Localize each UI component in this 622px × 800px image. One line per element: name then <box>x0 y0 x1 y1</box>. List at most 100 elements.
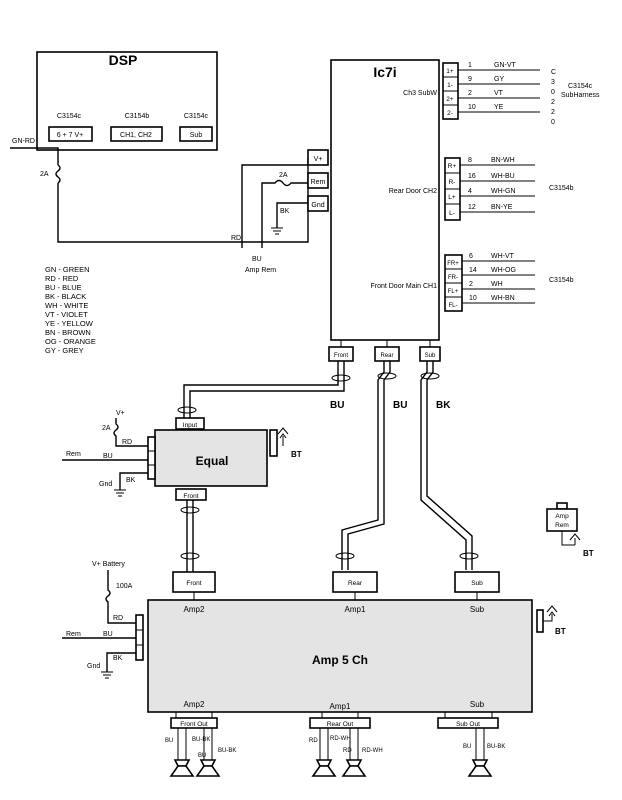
amp-vbat: V+ Battery <box>92 561 125 568</box>
sub-pin-c: C <box>551 69 556 76</box>
sub-num-2: 9 <box>468 76 472 83</box>
sub-color-3: VT <box>494 90 504 97</box>
equal-vplus: V+ <box>116 410 125 417</box>
sub-num-4: 10 <box>468 104 476 111</box>
equal-bt: BT <box>291 450 302 459</box>
speaker-icon <box>199 759 217 767</box>
sub-pin-2p: 2+ <box>446 96 454 103</box>
amp-top-sub: Sub <box>470 605 485 614</box>
sub-pin-2b: 2 <box>551 109 555 116</box>
rear-harness-label: C3154b <box>549 185 574 192</box>
front-num-4: 10 <box>469 295 477 302</box>
sub-pin-2a: 2 <box>551 99 555 106</box>
legend-item: RD - RED <box>45 274 79 283</box>
dsp-port-ch: CH1, CH2 <box>120 132 152 139</box>
amp-rem: Rem <box>66 631 81 638</box>
speaker-icon <box>173 759 191 767</box>
equal-rem: Rem <box>66 451 81 458</box>
dsp-port-sub: Sub <box>190 132 203 139</box>
legend-item: GN - GREEN <box>45 265 90 274</box>
rear-pin-rp: R+ <box>448 163 457 170</box>
bu-label: BU <box>252 256 262 263</box>
pwr-rem: Rem <box>311 179 326 186</box>
amp-rd: RD <box>113 615 123 622</box>
sub-color-4: YE <box>494 104 504 111</box>
fuse-2a: 2A <box>40 171 49 178</box>
front-out-label: Front Out <box>180 721 208 728</box>
cable-bu-front: BU <box>330 400 344 411</box>
amplifier-5ch: Amp 5 Ch Amp2 Amp1 Sub Amp2 Amp1 Sub V+ … <box>62 561 566 713</box>
output-sub: Sub Out BU BU-BK <box>437 712 505 777</box>
output-front: Front Out BU BU-BK BU BU-BK <box>165 712 236 777</box>
rear-harness: R+ R- L+ L- 8 16 4 12 BN-WH WH-BU WH-GN … <box>444 157 574 221</box>
amp-input-sub: Sub <box>471 580 483 587</box>
amp-fuse: 100A <box>116 583 133 590</box>
rear-pin-rm: R- <box>449 179 456 186</box>
dsp-title: DSP <box>109 52 138 68</box>
equal-input-label: Input <box>183 422 198 429</box>
amp-rem-bt: BT <box>583 549 594 558</box>
amp-rem-line1: Amp <box>555 513 569 520</box>
sub-pin-3: 3 <box>551 79 555 86</box>
sub-pin-0b: 0 <box>551 119 555 126</box>
front-num-2: 14 <box>469 267 477 274</box>
rear-pin-lm: L- <box>449 210 455 217</box>
rear-num-3: 4 <box>468 188 472 195</box>
front-harness-label: C3154b <box>549 277 574 284</box>
dsp-power-wiring: GN-RD 2A RD 2A BU Amp Rem BK <box>10 138 309 274</box>
front-out-w3: BU <box>198 753 206 759</box>
equal-bk: BK <box>126 477 136 484</box>
front-num-3: 2 <box>469 281 473 288</box>
rear-out-w4: RD-WH <box>362 748 383 754</box>
bk-label: BK <box>280 208 290 215</box>
speaker-icon <box>315 759 333 767</box>
pwr-vplus: V+ <box>314 156 323 163</box>
front-pin-frp: FR+ <box>447 261 459 267</box>
rd-label: RD <box>231 235 241 242</box>
legend-item: BU - BLUE <box>45 283 82 292</box>
amp-bu: BU <box>103 631 113 638</box>
cable-bk-sub: BK <box>436 400 451 411</box>
legend-item: YE - YELLOW <box>45 319 94 328</box>
amp-bottom-amp2: Amp2 <box>184 700 205 709</box>
speaker-icon <box>345 759 363 767</box>
sub-out-w1: BU <box>463 744 471 750</box>
rear-out-w2: RD-WH <box>330 736 351 742</box>
amp-input-boxes: Front Rear Sub <box>172 571 500 600</box>
equal-title: Equal <box>196 454 229 468</box>
sub-num-1: 1 <box>468 62 472 69</box>
equal-rd: RD <box>122 439 132 446</box>
front-door-label: Front Door Main CH1 <box>370 283 437 290</box>
legend-item: BK - BLACK <box>45 292 86 301</box>
rear-out-w3: RD <box>343 748 352 754</box>
amp-rem-label: Amp Rem <box>245 267 276 274</box>
ic7i-out-sub: Sub <box>425 353 436 359</box>
rear-num-1: 8 <box>468 157 472 164</box>
sub-harness: 1+ 1- 2+ 2- 1 9 2 10 GN-VT GY VT YE C 3 … <box>442 62 600 126</box>
rear-num-4: 12 <box>468 204 476 211</box>
rear-color-4: BN-YE <box>491 204 513 211</box>
legend-item: OG - ORANGE <box>45 337 96 346</box>
legend-item: WH - WHITE <box>45 301 88 310</box>
pwr-gnd: Gnd <box>311 202 324 209</box>
rear-num-2: 16 <box>468 173 476 180</box>
output-rear: Rear Out RD RD-WH RD RD-WH <box>309 712 383 777</box>
front-out-w4: BU-BK <box>218 748 236 754</box>
dsp-connector-3: C3154c <box>184 113 209 120</box>
rear-out-w1: RD <box>309 738 318 744</box>
sub-pin-1m: 1- <box>447 82 453 89</box>
equalizer-unit: Input Equal Front V+ 2A RD Rem BU Gnd BK… <box>62 410 302 501</box>
sub-pin-0a: 0 <box>551 89 555 96</box>
amp-input-front: Front <box>186 580 201 587</box>
amp-top-amp1: Amp1 <box>345 605 366 614</box>
amp-rem-module: Amp Rem BT <box>546 502 594 558</box>
front-color-3: WH <box>491 281 503 288</box>
equal-to-amp-cable <box>180 500 200 572</box>
front-out-w1: BU <box>165 738 173 744</box>
amp-bk: BK <box>113 655 123 662</box>
ic7i-title: Ic7i <box>373 64 396 80</box>
cable-bu-rear: BU <box>393 400 407 411</box>
sub-pin-1p: 1+ <box>446 68 454 75</box>
sub-num-3: 2 <box>468 90 472 97</box>
